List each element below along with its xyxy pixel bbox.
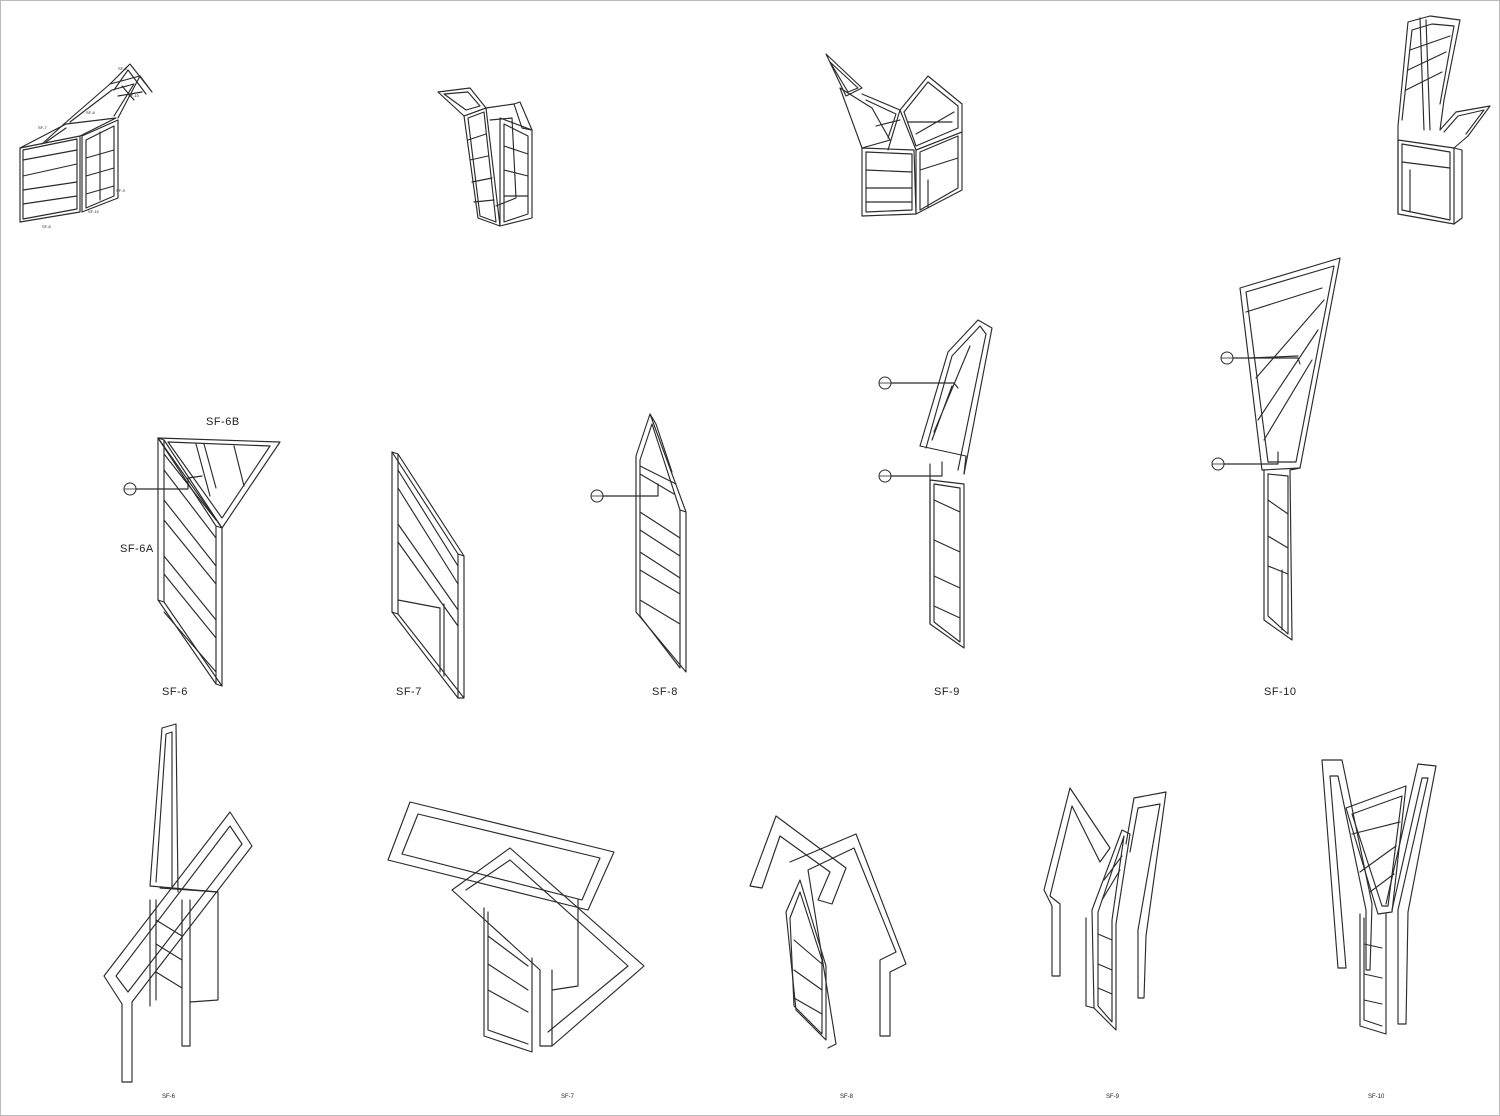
key-label-sf9-top: SF-9 xyxy=(118,66,127,71)
elevation-label-sf8: SF-8 xyxy=(652,686,678,698)
exploded-label-sf7: SF-7 xyxy=(561,1094,575,1100)
key-axon-1: SF-9 SF-10 SF-8 SF-7 SF-9 SF-10 SF-6 xyxy=(19,63,153,229)
elevation-label-sf9: SF-9 xyxy=(934,686,960,698)
label-sf6b: SF-6B xyxy=(206,416,240,428)
key-label-sf10-bottom: SF-10 xyxy=(88,209,100,214)
key-label-sf10-top: SF-10 xyxy=(128,93,140,98)
key-axon-4 xyxy=(1397,15,1491,225)
key-axon-3 xyxy=(825,53,963,217)
key-label-sf9-side: SF-9 xyxy=(116,188,125,193)
elevation-sf10: SF-10 xyxy=(1211,257,1341,698)
exploded-sf6 xyxy=(103,723,253,1083)
exploded-label-sf10: SF-10 xyxy=(1368,1094,1385,1100)
elevation-sf6: SF-6B SF-6A SF-6 xyxy=(120,416,281,698)
elevation-sf7: SF-7 xyxy=(391,451,465,699)
exploded-label-sf6: SF-6 xyxy=(162,1094,176,1100)
exploded-sf9 xyxy=(1043,787,1167,1031)
elevation-sf8: SF-8 xyxy=(590,413,687,698)
exploded-label-sf8: SF-8 xyxy=(840,1094,854,1100)
exploded-sf8 xyxy=(749,815,907,1049)
exploded-label-sf9: SF-9 xyxy=(1106,1094,1120,1100)
key-label-sf8: SF-8 xyxy=(86,110,95,115)
label-sf6a: SF-6A xyxy=(120,543,154,555)
key-label-sf6: SF-6 xyxy=(42,224,51,229)
exploded-sf10 xyxy=(1321,759,1437,1035)
key-axon-2 xyxy=(437,87,533,227)
key-label-sf7: SF-7 xyxy=(38,125,47,130)
elevation-label-sf7: SF-7 xyxy=(396,686,422,698)
exploded-sf7 xyxy=(387,801,645,1053)
elevation-label-sf10: SF-10 xyxy=(1264,686,1296,698)
elevation-sf9: SF-9 xyxy=(878,319,993,698)
elevation-label-sf6: SF-6 xyxy=(162,686,188,698)
